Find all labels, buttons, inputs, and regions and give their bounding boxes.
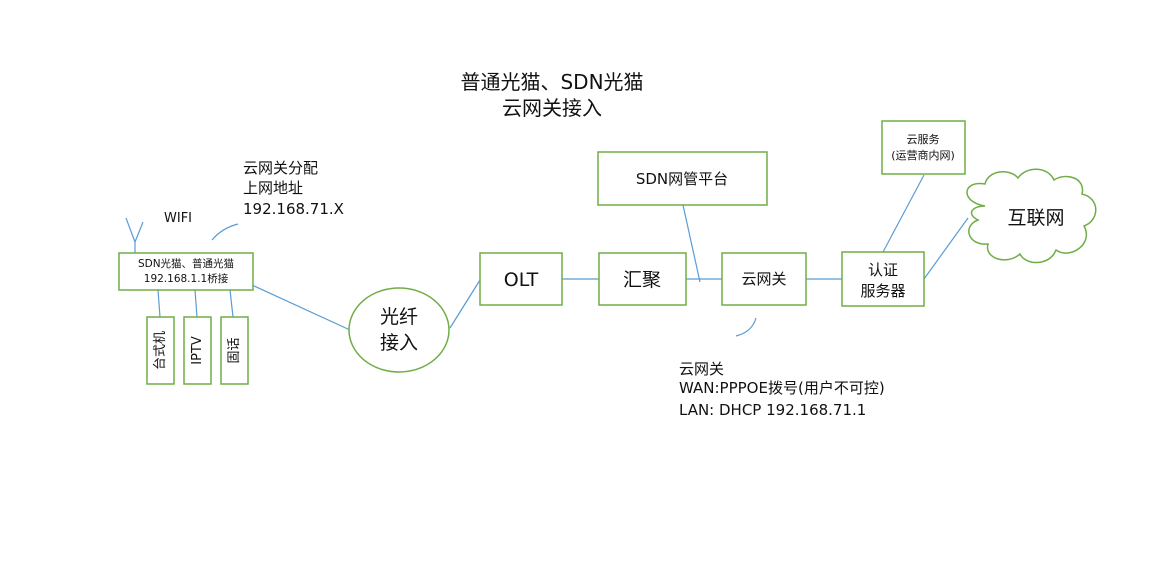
phone-node: 固话	[220, 316, 249, 385]
modem-note: 云网关分配 上网地址 192.168.71.X	[211, 159, 344, 241]
gateway-note-line-3: LAN: DHCP 192.168.71.1	[679, 401, 866, 419]
modem-node: SDN光猫、普通光猫 192.168.1.1桥接	[118, 252, 254, 291]
auth-server-node: 认证 服务器	[841, 251, 925, 307]
aggregation-node: 汇聚	[598, 252, 687, 306]
cloud-service-box	[881, 120, 966, 175]
auth-server-box	[841, 251, 925, 307]
iptv-node: IPTV	[183, 316, 212, 385]
fiber-node: 光纤 接入	[348, 287, 450, 373]
desktop-box	[146, 316, 175, 385]
modem-note-line-1: 云网关分配	[243, 159, 318, 177]
olt-node: OLT	[479, 252, 563, 306]
gateway-note-line-1: 云网关	[679, 360, 724, 378]
gateway-note-line-2: WAN:PPPOE拨号(用户不可控)	[679, 379, 885, 397]
auth-server-label-line-1: 认证	[868, 261, 898, 279]
aggregation-box	[598, 252, 687, 306]
cloud-service-node: 云服务 (运营商内网)	[881, 120, 966, 175]
internet-node: 互联网	[966, 168, 1097, 264]
internet-cloud-icon	[966, 168, 1097, 264]
olt-label: OLT	[504, 269, 539, 291]
antenna-icon	[125, 217, 144, 254]
link-modem-iptv	[194, 289, 198, 318]
cloud-service-label-line-1: 云服务	[907, 133, 940, 146]
desktop-node: 台式机	[146, 316, 175, 385]
title-line-1: 普通光猫、SDN光猫	[460, 70, 643, 94]
internet-label: 互联网	[1007, 207, 1064, 229]
title-line-2: 云网关接入	[502, 96, 602, 120]
modem-label-line-2: 192.168.1.1桥接	[144, 272, 229, 285]
iptv-box	[183, 316, 212, 385]
phone-label: 固话	[227, 337, 242, 363]
link-auth-internet	[923, 217, 969, 280]
link-modem-desktop	[157, 289, 161, 318]
auth-server-label-line-2: 服务器	[860, 282, 905, 300]
link-auth-cloudservice	[882, 174, 925, 253]
desktop-label: 台式机	[153, 331, 168, 370]
sdn-platform-node: SDN网管平台	[597, 151, 768, 206]
gateway-note: 云网关 WAN:PPPOE拨号(用户不可控) LAN: DHCP 192.168…	[679, 317, 885, 419]
modem-note-pointer	[211, 223, 239, 241]
modem-note-line-3: 192.168.71.X	[243, 200, 344, 218]
cloud-gateway-box	[721, 252, 807, 306]
link-modem-fiber	[251, 284, 351, 331]
modem-label-line-1: SDN光猫、普通光猫	[138, 257, 234, 270]
phone-box	[220, 316, 249, 385]
connectors	[157, 174, 969, 331]
modem-box	[118, 252, 254, 291]
fiber-label-line-2: 接入	[380, 332, 418, 354]
wifi-label: WIFI	[164, 211, 192, 226]
sdn-platform-box	[597, 151, 768, 206]
modem-note-line-2: 上网地址	[243, 179, 303, 197]
link-modem-phone	[229, 289, 234, 318]
olt-box	[479, 252, 563, 306]
link-fiber-olt	[449, 279, 481, 329]
gateway-note-pointer	[735, 317, 757, 337]
aggregation-label: 汇聚	[623, 269, 661, 291]
iptv-label: IPTV	[190, 336, 205, 365]
cloud-gateway-node: 云网关	[721, 252, 807, 306]
fiber-ellipse	[348, 287, 450, 373]
fiber-label-line-1: 光纤	[380, 306, 418, 328]
cloud-gateway-label: 云网关	[741, 270, 786, 288]
cloud-service-label-line-2: (运营商内网)	[891, 148, 955, 162]
sdn-platform-label: SDN网管平台	[636, 170, 728, 188]
link-platform-gateway	[682, 204, 701, 283]
